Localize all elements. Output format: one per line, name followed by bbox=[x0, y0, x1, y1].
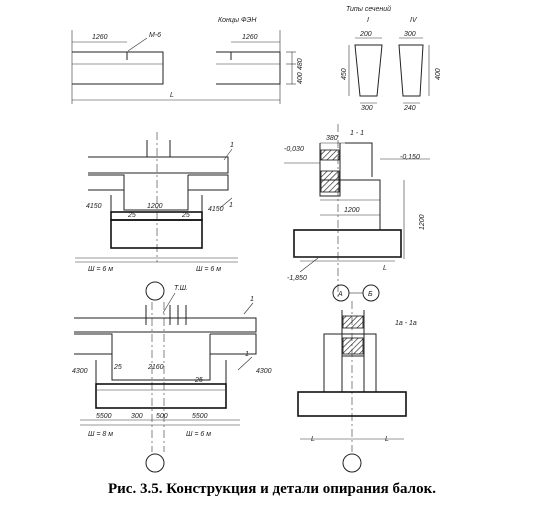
section-types: Типы сечений I IV 200 300 450 300 240 40… bbox=[341, 5, 442, 112]
section-type-1: I bbox=[367, 17, 369, 24]
section-1a-1a: А Б 1а - 1а L L bbox=[297, 284, 417, 473]
axis-a-label: А bbox=[337, 291, 343, 298]
axis-marker-lower-right bbox=[342, 453, 362, 473]
dim-4300b: 4300 bbox=[256, 368, 272, 375]
grid-step-left: Ш = 6 м bbox=[88, 266, 113, 273]
dim-200: 200 bbox=[359, 31, 372, 38]
mark-1-bottom: 1 bbox=[229, 202, 233, 209]
dim-2160: 2160 bbox=[147, 364, 164, 371]
dim-1260-left: 1260 bbox=[92, 34, 108, 41]
dim-25d: 25 bbox=[194, 377, 203, 384]
grid-step-left2: Ш = 8 м bbox=[88, 431, 113, 438]
mark-1-top: 1 bbox=[230, 142, 234, 149]
grid-step-right: Ш = 6 м bbox=[196, 266, 221, 273]
dim-1200a: 1200 bbox=[147, 203, 163, 210]
dim-300-bottom: 300 bbox=[361, 105, 373, 112]
elev-0150: -0,150 bbox=[400, 154, 420, 161]
axis-marker-lower bbox=[145, 453, 165, 473]
support-elevation-lower: Т.Ш. 1 1 4300 4300 2160 25 25 5500 300 5… bbox=[72, 285, 272, 473]
dim-4300a: 4300 bbox=[72, 368, 88, 375]
L-right: L bbox=[385, 436, 389, 443]
section-1-1-label: 1 - 1 bbox=[350, 130, 364, 137]
bearing-pad-lower bbox=[342, 315, 364, 329]
dim-5500b: 5500 bbox=[192, 413, 208, 420]
dim-4150: 4150 bbox=[86, 203, 102, 210]
beam-end-lower bbox=[342, 337, 364, 355]
dim-1260-right: 1260 bbox=[242, 34, 258, 41]
section-1a-label: 1а - 1а bbox=[395, 320, 417, 327]
mark-1-lower2: 1 bbox=[245, 351, 249, 358]
axis-marker-upper bbox=[145, 281, 165, 301]
mark-1-lower: 1 bbox=[250, 296, 254, 303]
dim-4150b: 4150 bbox=[208, 206, 224, 213]
elev-1850: -1,850 bbox=[287, 275, 307, 282]
dim-400: 400 bbox=[297, 72, 304, 84]
dim-25b: 25 bbox=[181, 212, 190, 219]
dim-25a: 25 bbox=[127, 212, 136, 219]
section-1-1: 1 - 1 380 -0,030 -0,150 -1,850 1200 1200… bbox=[284, 124, 430, 300]
L-left: L bbox=[311, 436, 315, 443]
dim-300c: 300 bbox=[131, 413, 143, 420]
figure-caption: Рис. 3.5. Конструкция и детали опирания … bbox=[108, 481, 436, 497]
support-elevation-upper: 1 1 4150 4150 1200 25 25 Ш = 6 м Ш = 6 м bbox=[75, 132, 238, 301]
joint-label: Т.Ш. bbox=[174, 285, 188, 292]
bearing-pad bbox=[320, 149, 340, 161]
grid-step-right2: Ш = 6 м bbox=[186, 431, 211, 438]
L-axis-upper: L bbox=[383, 265, 387, 272]
dim-5500a: 5500 bbox=[96, 413, 112, 420]
span-label: L bbox=[170, 92, 174, 99]
dim-1200c: 1200 bbox=[344, 207, 360, 214]
section-type-4: IV bbox=[410, 17, 418, 24]
section-types-title: Типы сечений bbox=[346, 5, 391, 13]
anchor-label: М-6 bbox=[149, 32, 161, 39]
beam-end-hatched bbox=[320, 170, 340, 193]
elev-0030: -0,030 bbox=[284, 146, 304, 153]
dim-240: 240 bbox=[403, 105, 416, 112]
beam-elevation: 1260 1260 М-6 Концы ФЭН L 480 400 bbox=[71, 17, 304, 104]
beam-end-title: Концы ФЭН bbox=[218, 17, 257, 24]
dim-1200b: 1200 bbox=[419, 214, 426, 230]
dim-400b: 400 bbox=[435, 68, 442, 80]
dim-25c: 25 bbox=[113, 364, 122, 371]
dim-480: 480 bbox=[297, 58, 304, 70]
dim-500: 500 bbox=[156, 413, 168, 420]
dim-300-top: 300 bbox=[404, 31, 416, 38]
dim-450: 450 bbox=[341, 68, 348, 80]
dim-380: 380 bbox=[326, 135, 338, 142]
axis-b-label: Б bbox=[368, 291, 373, 298]
